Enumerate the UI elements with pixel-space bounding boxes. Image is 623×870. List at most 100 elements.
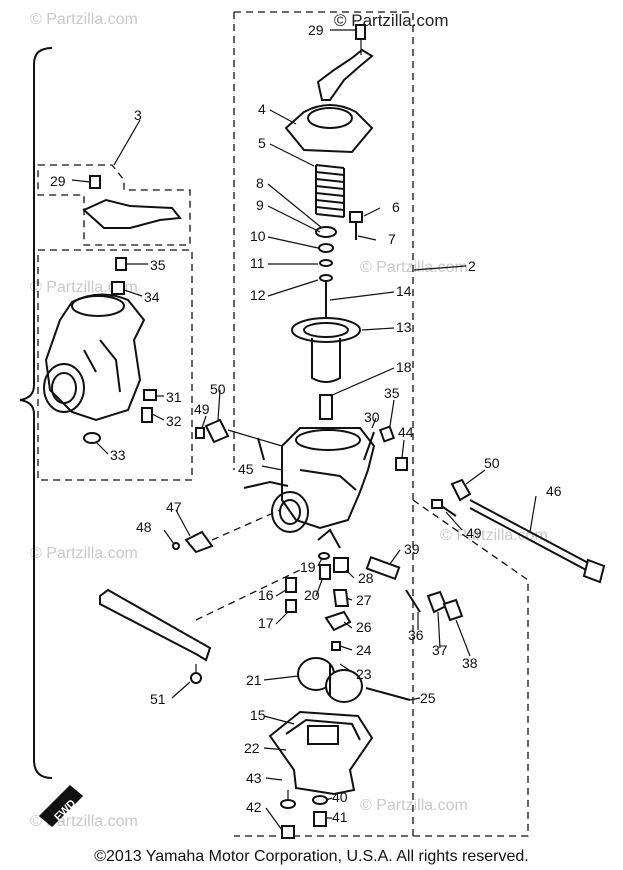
bracket-plate bbox=[99, 588, 212, 662]
assembly-bracket bbox=[19, 47, 53, 779]
pilot-screw-47 bbox=[184, 530, 214, 554]
screw-31 bbox=[143, 389, 157, 401]
float-bowl-22 bbox=[268, 710, 374, 796]
callout-3: 3 bbox=[134, 107, 142, 123]
subassembly-frame bbox=[37, 249, 193, 481]
lever-50-right bbox=[450, 478, 472, 502]
callout-22: 22 bbox=[244, 740, 260, 756]
needle-jet-18 bbox=[319, 394, 333, 420]
screw-35 bbox=[378, 425, 396, 443]
bracket-3 bbox=[82, 198, 182, 229]
washer-40 bbox=[312, 795, 328, 805]
screw-49-left bbox=[195, 427, 205, 439]
watermarks: © Partzilla.com © Partzilla.com © Partzi… bbox=[30, 11, 548, 830]
callout-42: 42 bbox=[246, 799, 262, 815]
spring-5 bbox=[315, 164, 345, 218]
callout-27: 27 bbox=[356, 592, 372, 608]
leader-lines bbox=[71, 29, 537, 831]
callout-7: 7 bbox=[388, 231, 396, 247]
screw-24 bbox=[331, 641, 341, 651]
callout-48: 48 bbox=[136, 519, 152, 535]
diaphragm-13 bbox=[291, 317, 361, 343]
shaft-end bbox=[582, 558, 606, 584]
spring-32 bbox=[141, 407, 153, 423]
screw-29-top bbox=[355, 24, 366, 40]
washer-9 bbox=[315, 226, 337, 238]
screw-6 bbox=[349, 211, 363, 223]
spring-36 bbox=[405, 589, 421, 613]
callout-49: 49 bbox=[466, 525, 482, 541]
screw-30 bbox=[363, 431, 375, 461]
callout-50: 50 bbox=[484, 455, 500, 471]
clip-11 bbox=[319, 259, 333, 267]
callout-45: 45 bbox=[238, 461, 254, 477]
screw-29-left bbox=[89, 175, 101, 189]
clip-10 bbox=[318, 243, 334, 253]
callout-49: 49 bbox=[194, 401, 210, 417]
callout-28: 28 bbox=[358, 570, 374, 586]
gasket-15 bbox=[285, 718, 361, 741]
callout-46: 46 bbox=[546, 483, 562, 499]
callout-23: 23 bbox=[356, 666, 372, 682]
callout-15: 15 bbox=[250, 707, 266, 723]
callout-16: 16 bbox=[258, 587, 274, 603]
drain-screw-41 bbox=[313, 811, 327, 827]
callout-9: 9 bbox=[256, 197, 264, 213]
watermark: © Partzilla.com bbox=[440, 527, 548, 544]
screw-44 bbox=[395, 457, 408, 471]
callout-29: 29 bbox=[50, 173, 66, 189]
callout-labels: 29 4 5 8 6 9 7 10 11 2 12 14 13 18 35 30… bbox=[50, 22, 562, 825]
screw-51 bbox=[190, 672, 202, 684]
callout-50: 50 bbox=[210, 381, 226, 397]
throttle-lever bbox=[316, 48, 374, 101]
callout-38: 38 bbox=[462, 655, 478, 671]
drain-screw-42 bbox=[281, 825, 295, 839]
callout-37: 37 bbox=[432, 642, 448, 658]
callout-33: 33 bbox=[110, 447, 126, 463]
throttle-shaft-46 bbox=[469, 499, 595, 567]
watermark: © Partzilla.com bbox=[30, 279, 138, 296]
float-21 bbox=[297, 657, 363, 703]
float-pin-25 bbox=[365, 687, 411, 701]
part-34 bbox=[111, 281, 125, 295]
callout-19: 19 bbox=[300, 559, 316, 575]
callout-31: 31 bbox=[166, 389, 182, 405]
callout-32: 32 bbox=[166, 413, 182, 429]
watermark-top: © Partzilla.com bbox=[334, 11, 449, 30]
jet-17 bbox=[285, 599, 297, 613]
callout-17: 17 bbox=[258, 615, 274, 631]
washer-33 bbox=[83, 432, 101, 444]
washer-19 bbox=[318, 552, 330, 560]
callout-8: 8 bbox=[256, 175, 264, 191]
watermark: © Partzilla.com bbox=[30, 545, 138, 562]
callout-30: 30 bbox=[364, 409, 380, 425]
callout-10: 10 bbox=[250, 228, 266, 244]
callout-43: 43 bbox=[246, 770, 262, 786]
watermark: © Partzilla.com bbox=[30, 11, 138, 28]
callout-11: 11 bbox=[250, 255, 265, 271]
callout-51: 51 bbox=[150, 691, 166, 707]
carburetor-body bbox=[243, 427, 376, 549]
jet-28 bbox=[333, 557, 349, 573]
frame-edge bbox=[412, 499, 529, 837]
jet-27 bbox=[332, 589, 350, 607]
callout-47: 47 bbox=[166, 499, 182, 515]
jet-20 bbox=[319, 564, 331, 580]
piston-valve-13 bbox=[311, 338, 341, 383]
callout-13: 13 bbox=[396, 319, 412, 335]
washer-12 bbox=[319, 274, 333, 282]
callout-4: 4 bbox=[258, 101, 266, 117]
callout-2: 2 bbox=[468, 258, 476, 274]
valve-26 bbox=[324, 610, 352, 632]
washer-43 bbox=[280, 799, 296, 809]
callout-18: 18 bbox=[396, 359, 412, 375]
watermark: © Partzilla.com bbox=[360, 259, 468, 276]
o-ring-48 bbox=[172, 542, 180, 550]
callout-36: 36 bbox=[408, 627, 424, 643]
callout-14: 14 bbox=[396, 283, 412, 299]
callout-39: 39 bbox=[404, 541, 420, 557]
callout-44: 44 bbox=[398, 424, 414, 440]
callout-6: 6 bbox=[392, 199, 400, 215]
